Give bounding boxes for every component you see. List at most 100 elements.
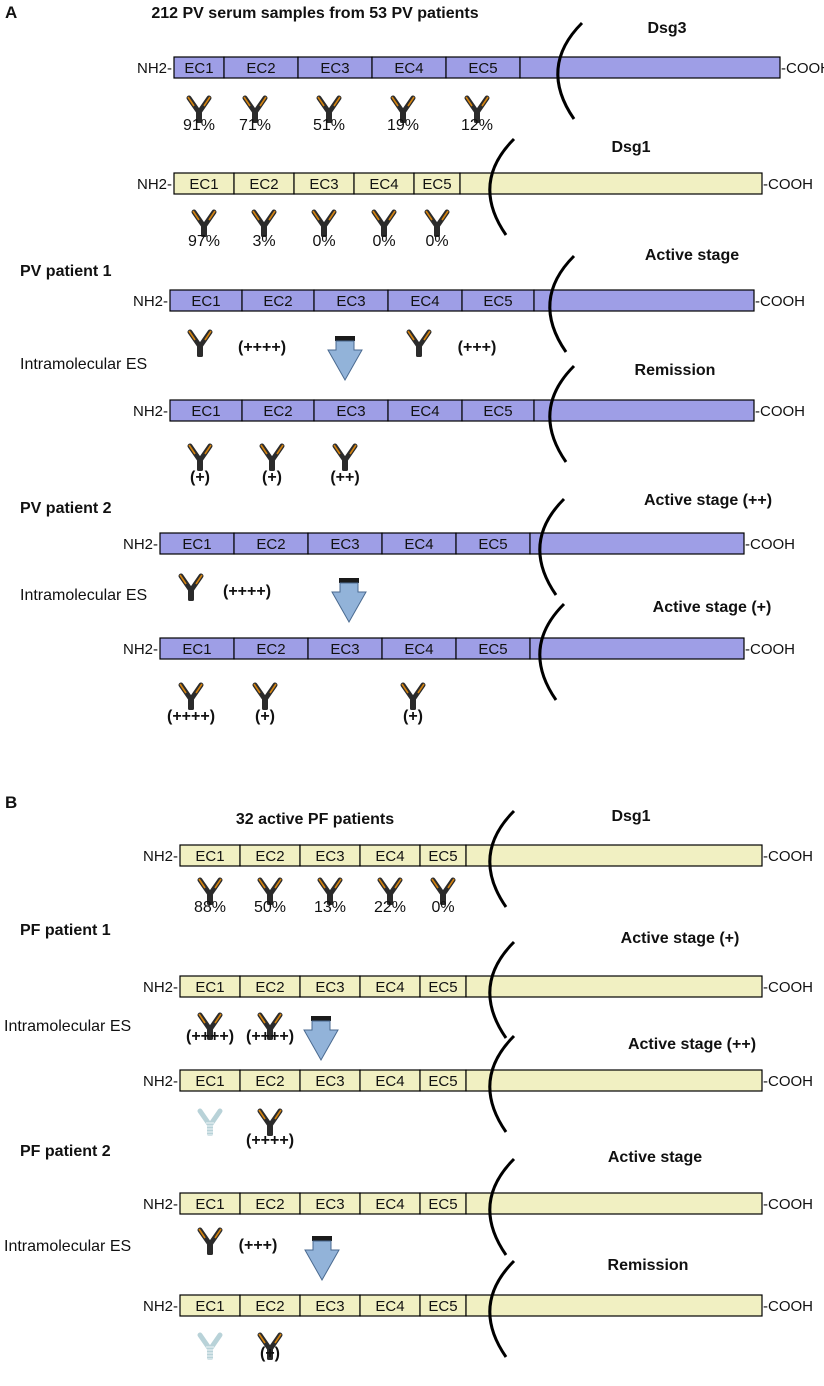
antibody-icon <box>424 209 450 237</box>
cell-membrane-arc <box>488 1157 516 1256</box>
n-terminus-label: NH2- <box>143 1298 178 1315</box>
cohort-caption: 212 PV serum samples from 53 PV patients <box>151 5 478 22</box>
n-terminus-label: NH2- <box>133 293 168 310</box>
transmembrane-region <box>459 172 763 195</box>
c-terminus-label: -COOH <box>745 536 795 553</box>
antibody-icon <box>406 329 432 357</box>
down-arrow-icon <box>304 1236 340 1282</box>
domain-label: EC3 <box>315 1298 344 1315</box>
antibody-value-label: 71% <box>239 117 271 134</box>
antibody-icon <box>257 1332 283 1360</box>
domain-label: EC3 <box>315 1196 344 1213</box>
antibody-value-label: 12% <box>461 117 493 134</box>
stage-label: Active stage (+) <box>621 930 740 947</box>
domain-label: EC1 <box>195 1298 224 1315</box>
antibody-value-label: 19% <box>387 117 419 134</box>
antibody-value-label: 3% <box>252 233 275 250</box>
antibody-icon <box>257 1012 283 1040</box>
domain-label: EC3 <box>336 403 365 420</box>
domain-label: EC1 <box>195 1073 224 1090</box>
domain-label: EC4 <box>410 293 439 310</box>
domain-label: EC5 <box>483 403 512 420</box>
protein-row-dsg3-pv-cohort: NH2-EC1EC2EC3EC4EC5-COOHDsg391%71%51%19%… <box>137 20 824 134</box>
antibody-icon <box>257 1108 283 1136</box>
down-arrow-icon <box>303 1016 339 1062</box>
domain-label: EC5 <box>422 176 451 193</box>
transmembrane-region <box>519 56 781 79</box>
antibody-value-label: 88% <box>194 899 226 916</box>
antibody-icon <box>251 209 277 237</box>
antibody-icon <box>390 95 416 123</box>
antibody-value-label: (++) <box>330 469 359 486</box>
c-terminus-label: -COOH <box>745 641 795 658</box>
domain-label: EC4 <box>394 60 423 77</box>
domain-label: EC5 <box>428 1073 457 1090</box>
transmembrane-region <box>533 399 755 422</box>
antibody-icon <box>257 877 283 905</box>
domain-label: EC5 <box>428 1298 457 1315</box>
stage-label: Active stage (++) <box>628 1036 756 1053</box>
domain-label: EC2 <box>255 979 284 996</box>
c-terminus-label: -COOH <box>755 403 805 420</box>
transmembrane-region <box>529 637 745 660</box>
domain-label: EC1 <box>184 60 213 77</box>
domain-label: EC4 <box>375 1298 404 1315</box>
cell-membrane-arc <box>488 1259 516 1358</box>
n-terminus-label: NH2- <box>123 641 158 658</box>
antibody-value-label: (++++) <box>238 339 286 356</box>
domain-label: EC1 <box>195 1196 224 1213</box>
antibody-icon <box>178 573 204 601</box>
protein-rows: NH2-EC1EC2EC3EC4EC5-COOHDsg391%71%51%19%… <box>123 20 824 1362</box>
domain-label: EC4 <box>375 848 404 865</box>
stage-label: Active stage (+) <box>653 599 772 616</box>
patient-label: PV patient 2 <box>20 500 112 517</box>
antibody-icon <box>259 443 285 471</box>
n-terminus-label: NH2- <box>143 1196 178 1213</box>
domain-label: EC4 <box>369 176 398 193</box>
antibody-value-label: (++++) <box>186 1028 234 1045</box>
cell-membrane-arc <box>488 137 516 236</box>
c-terminus-label: -COOH <box>763 176 813 193</box>
cell-membrane-arc <box>538 497 566 596</box>
epitope-spreading-label: Intramolecular ES <box>20 587 147 604</box>
domain-label: EC1 <box>195 979 224 996</box>
domain-label: EC4 <box>404 536 433 553</box>
c-terminus-label: -COOH <box>763 1298 813 1315</box>
n-terminus-label: NH2- <box>137 176 172 193</box>
domain-label: EC2 <box>256 641 285 658</box>
antibody-value-label: (++++) <box>223 583 271 600</box>
antibody-icon <box>317 877 343 905</box>
transmembrane-region <box>465 975 763 998</box>
domain-label: EC3 <box>315 979 344 996</box>
c-terminus-label: -COOH <box>763 848 813 865</box>
patient-labels: PV patient 1PV patient 2PF patient 1PF p… <box>20 263 112 1160</box>
antibody-icon <box>197 1227 223 1255</box>
domain-label: EC1 <box>191 403 220 420</box>
antibody-value-label: (++++) <box>246 1132 294 1149</box>
antibody-icon <box>197 877 223 905</box>
patient-label: PF patient 1 <box>20 922 111 939</box>
antibody-value-label: 50% <box>254 899 286 916</box>
c-terminus-label: -COOH <box>763 1196 813 1213</box>
panel-label-b: B <box>5 793 17 812</box>
antibody-value-label: (+) <box>190 469 210 486</box>
antibody-icon <box>187 443 213 471</box>
domain-label: EC3 <box>315 848 344 865</box>
cell-membrane-arc <box>548 254 576 353</box>
n-terminus-label: NH2- <box>143 1073 178 1090</box>
cell-membrane-arc <box>548 364 576 463</box>
antibody-icon <box>187 329 213 357</box>
domain-label: EC3 <box>330 641 359 658</box>
domain-label: EC2 <box>246 60 275 77</box>
domain-label: EC2 <box>255 1073 284 1090</box>
transmembrane-region <box>465 1069 763 1092</box>
stage-label: Active stage (++) <box>644 492 772 509</box>
epitope-spreading-label: Intramolecular ES <box>4 1238 131 1255</box>
